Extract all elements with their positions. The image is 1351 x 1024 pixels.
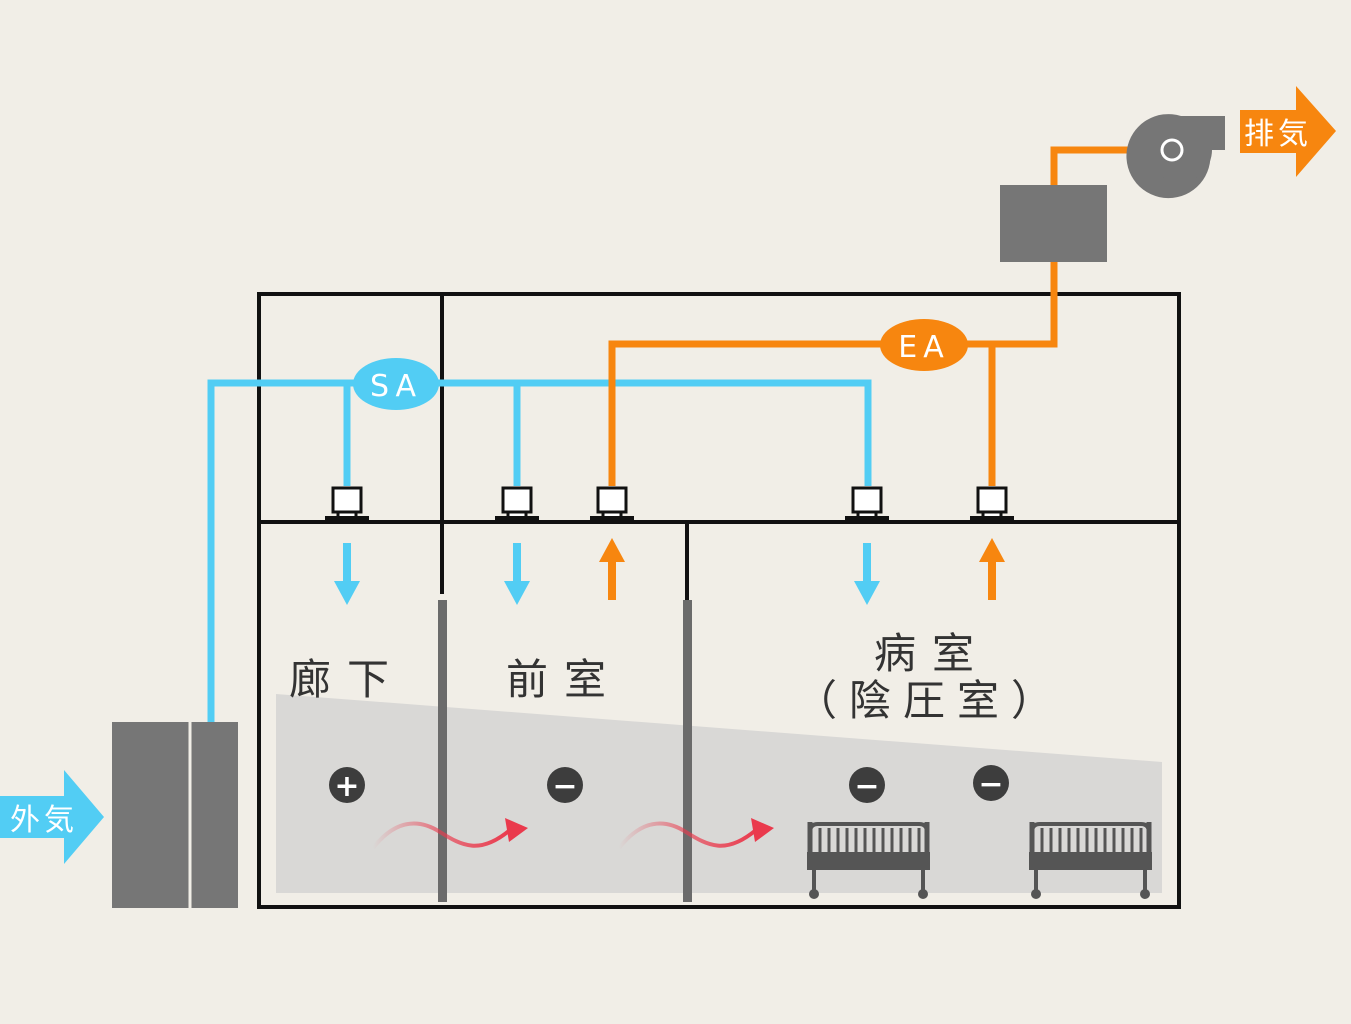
ward-label: 病室 xyxy=(874,629,990,678)
airflow-wave-icon xyxy=(371,818,528,850)
diffuser-icon xyxy=(843,486,891,520)
ea-label-bubble: EA xyxy=(880,319,968,371)
plus-icon: + xyxy=(329,767,365,804)
minus-icon: − xyxy=(547,767,583,804)
anteroom-label: 前室 xyxy=(506,655,622,704)
diffuser-icon xyxy=(968,486,1016,520)
exhaust-unit xyxy=(1000,185,1107,262)
building-outline xyxy=(257,292,1181,909)
supply-down-arrows xyxy=(334,543,880,605)
sa-label: SA xyxy=(370,369,422,404)
ward-pressure-2: − xyxy=(978,767,1003,802)
sa-label-bubble: SA xyxy=(353,358,439,410)
partition-wall-1 xyxy=(438,600,447,902)
outside-air-label: 外気 xyxy=(10,803,78,838)
fan-icon xyxy=(1126,114,1225,199)
airflow-wave-icon xyxy=(617,818,774,850)
ward-pressure-1: − xyxy=(854,769,879,804)
minus-icon: − xyxy=(849,767,885,804)
diffuser-icon xyxy=(588,486,636,520)
air-handling-unit xyxy=(112,722,238,908)
pressure-zone xyxy=(276,694,1162,893)
minus-icon: − xyxy=(973,765,1009,802)
supply-duct xyxy=(207,379,872,722)
anteroom-pressure: − xyxy=(552,769,577,804)
diffuser-icon xyxy=(493,486,541,520)
exhaust-label: 排気 xyxy=(1244,117,1312,152)
ea-label: EA xyxy=(898,330,949,365)
exhaust-duct xyxy=(608,146,1142,486)
ward-label-sub: （陰圧室） xyxy=(795,676,1065,725)
exhaust-arrow-icon: 排気 xyxy=(1240,86,1336,177)
partition-wall-2 xyxy=(683,600,692,902)
outside-air-arrow-icon: 外気 xyxy=(0,770,104,864)
corridor-pressure: + xyxy=(334,769,359,804)
exhaust-up-arrows xyxy=(599,538,1005,600)
diffuser-icon xyxy=(323,486,371,520)
corridor-label: 廊下 xyxy=(289,655,405,704)
